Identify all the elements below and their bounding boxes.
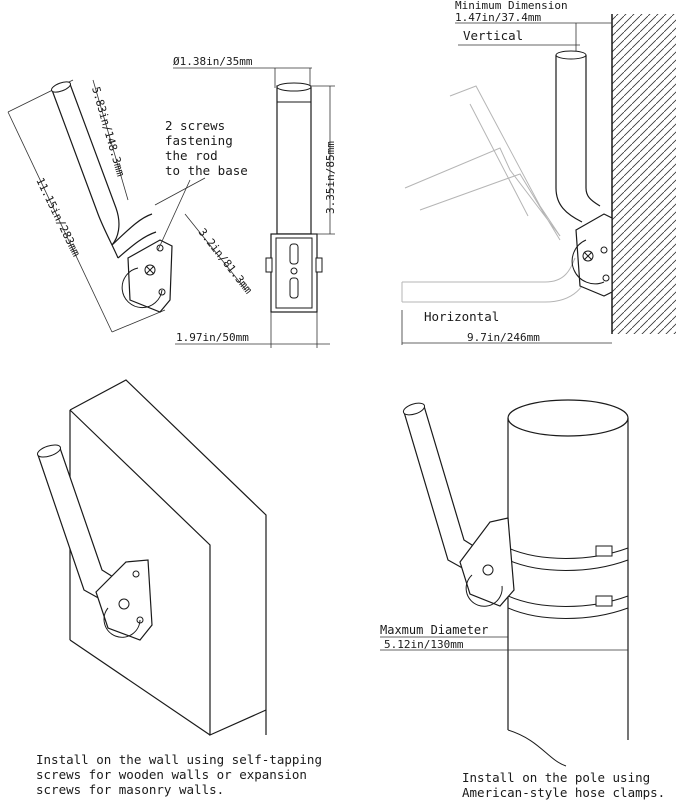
pole-break (507, 729, 567, 767)
min-dimension-value: 1.47in/37.4mm (455, 11, 541, 24)
horizontal-reach-label: 9.7in/246mm (467, 331, 540, 344)
screws-note: 2 screws fastening the rod to the base (157, 118, 248, 251)
tube-diameter-label: Ø1.38in/35mm (173, 55, 253, 68)
max-diameter-value: 5.12in/130mm (384, 638, 464, 651)
tube-outline (51, 83, 120, 246)
pole-caption-line-2: American-style hose clamps. (462, 785, 666, 800)
wall-block-bottom (69, 639, 211, 736)
offset-dimension-line (184, 213, 247, 291)
pole-tube (403, 405, 481, 571)
wall-caption-line-3: screws for masonry walls. (36, 782, 225, 797)
pole-top (507, 399, 629, 437)
max-diameter-title: Maxmum Diameter (380, 623, 488, 637)
envelope-bottom (111, 309, 166, 333)
elbow-bottom (117, 231, 157, 259)
pole-tube-cap (402, 402, 426, 416)
range-bracket (575, 213, 613, 297)
ghost-tube-mid (449, 85, 561, 237)
ghost-tube-horizontal (402, 257, 591, 303)
vertical-tube-cap (555, 50, 587, 60)
pole-install-caption: Install on the pole using American-style… (462, 770, 665, 800)
tube-front-cap (276, 82, 312, 92)
bracket-plate (127, 239, 173, 313)
pole-bracket (459, 517, 515, 607)
wall-install-view (36, 379, 267, 736)
base-width-label: 1.97in/50mm (176, 331, 249, 344)
tube-front (276, 85, 312, 235)
wall-caption-line-1: Install on the wall using self-tapping (36, 752, 322, 767)
lower-clamp-screw (595, 595, 613, 607)
ghost-tube-low (404, 147, 561, 241)
offset-label: 3.2in/81.3mm (196, 226, 255, 297)
adjustment-range-view: Minimum Dimension 1.47in/37.4mm Vertical… (401, 0, 676, 345)
screws-note-line-2: fastening (165, 133, 233, 148)
screws-note-line-3: the rod (165, 148, 218, 163)
bracket-slot (121, 267, 163, 309)
base-height-label: 3.35in/85mm (324, 141, 337, 214)
wall-hatch (612, 14, 676, 334)
wall-caption-line-2: screws for wooden walls or expansion (36, 767, 307, 782)
pole-caption-line-1: Install on the pole using (462, 770, 651, 785)
envelope-left (7, 111, 113, 333)
min-dimension-title: Minimum Dimension (455, 0, 568, 12)
wall-tube-cap (36, 444, 62, 458)
wall-tube (37, 447, 119, 601)
wall-block-top (69, 379, 267, 735)
upper-clamp (507, 547, 629, 571)
offset-top-line (154, 177, 206, 206)
lower-clamp (507, 595, 629, 619)
upper-clamp-screw (595, 545, 613, 557)
elbow-top (111, 213, 153, 246)
tube-outline-inner (51, 89, 119, 259)
screws-note-line-4: to the base (165, 163, 248, 178)
horizontal-label: Horizontal (424, 309, 499, 324)
screws-note-leader (157, 179, 191, 251)
vertical-label: Vertical (463, 28, 523, 43)
vertical-tube-left (555, 55, 583, 223)
base-plate-front (270, 233, 318, 313)
tube-cap (51, 81, 71, 93)
total-length-label: 11.15in/283mm (33, 176, 83, 259)
arm-length-label: 5.83in/148.3mm (89, 85, 127, 178)
pole-install-view: Maxmum Diameter 5.12in/130mm (380, 399, 629, 767)
screws-note-line-1: 2 screws (165, 118, 225, 133)
front-view: Ø1.38in/35mm 3.35in/85mm 1.97in/50mm (173, 55, 337, 348)
arm-dimension-line (92, 79, 129, 201)
vertical-tube-right (585, 55, 601, 207)
wall-install-caption: Install on the wall using self-tapping s… (36, 752, 322, 797)
